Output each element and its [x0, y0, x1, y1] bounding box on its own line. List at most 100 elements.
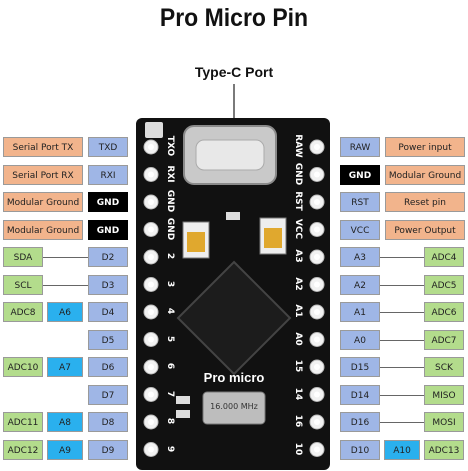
capacitor-right-body — [264, 228, 282, 248]
capacitor-left-body — [187, 232, 205, 252]
right-function-11: ADC13 — [424, 439, 464, 460]
page-title: Pro Micro Pin — [159, 4, 309, 32]
crystal-oscillator — [202, 391, 266, 425]
silk-right-pin-6: 16 — [293, 414, 303, 428]
left-header-hole-center-7 — [148, 336, 154, 343]
silk-left-pin-7: 9 — [165, 445, 175, 452]
board-logo — [145, 122, 163, 138]
left-pin-gnd-2: GND — [88, 192, 128, 212]
silk-right-pin-4: 15 — [293, 359, 303, 373]
left-function-8: ADC10 — [3, 357, 43, 377]
left-header-hole-center-10 — [148, 419, 154, 425]
left-header-hole-center-5 — [148, 281, 154, 288]
right-header-hole-center-11 — [314, 446, 320, 453]
right-function-7: ADC7 — [424, 329, 464, 350]
board-name-text: Pro micro — [203, 370, 265, 385]
right-function-6: ADC6 — [424, 302, 464, 322]
left-header-hole-center-3 — [148, 226, 154, 233]
right-pin-a2-5: A2 — [340, 274, 380, 295]
silk-top-right-0: RAW — [293, 134, 303, 158]
right-header-hole-center-7 — [314, 336, 320, 343]
left-pin-rxi-1: RXI — [88, 164, 128, 185]
silk-top-left-1: RXI — [165, 164, 175, 183]
silk-right-pin-3: A0 — [293, 331, 303, 346]
right-pin-vcc-3: VCC — [340, 219, 380, 240]
right-header-hole-center-1 — [314, 171, 320, 178]
right-pin-a0-7: A0 — [340, 329, 380, 350]
left-pin-gnd-3: GND — [88, 219, 128, 240]
left-header-pins — [143, 139, 159, 457]
right-connector-8 — [380, 367, 424, 368]
left-function-3: Modular Ground — [3, 219, 83, 240]
silk-right-pin-1: A2 — [293, 276, 303, 291]
right-pin-a1-6: A1 — [340, 302, 380, 322]
left-header-hole-center-0 — [148, 144, 154, 150]
silk-left-pin-0: 2 — [165, 252, 175, 260]
right-header-hole-center-8 — [314, 364, 320, 370]
right-header-hole-center-9 — [314, 391, 320, 398]
left-pin-d6-8: D6 — [88, 357, 128, 377]
right-function-2: Reset pin — [385, 192, 465, 212]
right-header-hole-center-6 — [314, 309, 320, 315]
led — [226, 212, 240, 220]
right-connector-5 — [380, 284, 424, 286]
silk-left-pin-2: 4 — [165, 307, 175, 315]
left-function-5: SCL — [3, 274, 43, 295]
left-function-2: Modular Ground — [3, 192, 83, 212]
mcu-chip — [176, 260, 292, 376]
smd-component-2 — [176, 410, 190, 418]
left-pin-txd-0: TXD — [88, 137, 128, 157]
left-header-hole-center-2 — [148, 199, 154, 205]
left-pin-d4-6: D4 — [88, 302, 128, 322]
silk-left-pin-4: 6 — [165, 362, 175, 370]
right-pin-d14-9: D14 — [340, 384, 380, 405]
right-header-hole-center-3 — [314, 226, 320, 233]
left-pin-d7-9: D7 — [88, 384, 128, 405]
right-pin-a3-4: A3 — [340, 247, 380, 267]
left-header-hole-center-9 — [148, 391, 154, 398]
left-analog-10: A8 — [47, 412, 83, 432]
right-function-4: ADC4 — [424, 247, 464, 267]
right-header-hole-center-10 — [314, 419, 320, 425]
right-connector-10 — [380, 422, 424, 423]
right-header-hole-center-5 — [314, 281, 320, 288]
right-header-pins — [309, 139, 325, 457]
left-header-hole-center-4 — [148, 254, 154, 260]
left-header-hole-center-8 — [148, 364, 154, 370]
right-pin-d16-10: D16 — [340, 412, 380, 432]
right-pin-rst-2: RST — [340, 192, 380, 212]
left-connector-4 — [43, 257, 88, 258]
silk-left-pin-1: 3 — [165, 280, 175, 287]
left-function-1: Serial Port RX — [3, 164, 83, 185]
right-header-hole-center-4 — [314, 254, 320, 260]
left-pin-d2-4: D2 — [88, 247, 128, 267]
silk-top-right-3: VCC — [293, 218, 303, 239]
left-function-6: ADC8 — [3, 302, 43, 322]
left-pin-d9-11: D9 — [88, 439, 128, 460]
right-connector-7 — [380, 339, 424, 341]
silk-top-left-2: GND — [165, 189, 175, 213]
silk-left-pin-6: 8 — [165, 417, 175, 425]
silk-right-pin-0: A3 — [293, 249, 303, 263]
right-pin-d15-8: D15 — [340, 357, 380, 377]
right-function-10: MOSI — [424, 412, 464, 432]
right-header-hole-center-2 — [314, 199, 320, 205]
left-analog-11: A9 — [47, 439, 83, 460]
right-function-1: Modular Ground — [385, 164, 465, 185]
left-header-hole-center-1 — [148, 171, 154, 178]
right-pin-gnd-1: GND — [340, 164, 380, 185]
left-analog-8: A7 — [47, 357, 83, 377]
left-header-hole-center-6 — [148, 309, 154, 315]
right-function-8: SCK — [424, 357, 464, 377]
left-function-11: ADC12 — [3, 439, 43, 460]
crystal-text: 16.000 MHz — [210, 402, 258, 411]
right-connector-4 — [380, 257, 424, 258]
silk-top-left-0: TXO — [165, 135, 175, 157]
silk-right-pin-5: 14 — [293, 387, 303, 400]
left-connector-5 — [43, 284, 88, 286]
right-function-5: ADC5 — [424, 274, 464, 295]
right-function-9: MISO — [424, 384, 464, 405]
right-function-0: Power input — [385, 137, 465, 157]
silk-top-right-1: GND — [293, 162, 303, 185]
